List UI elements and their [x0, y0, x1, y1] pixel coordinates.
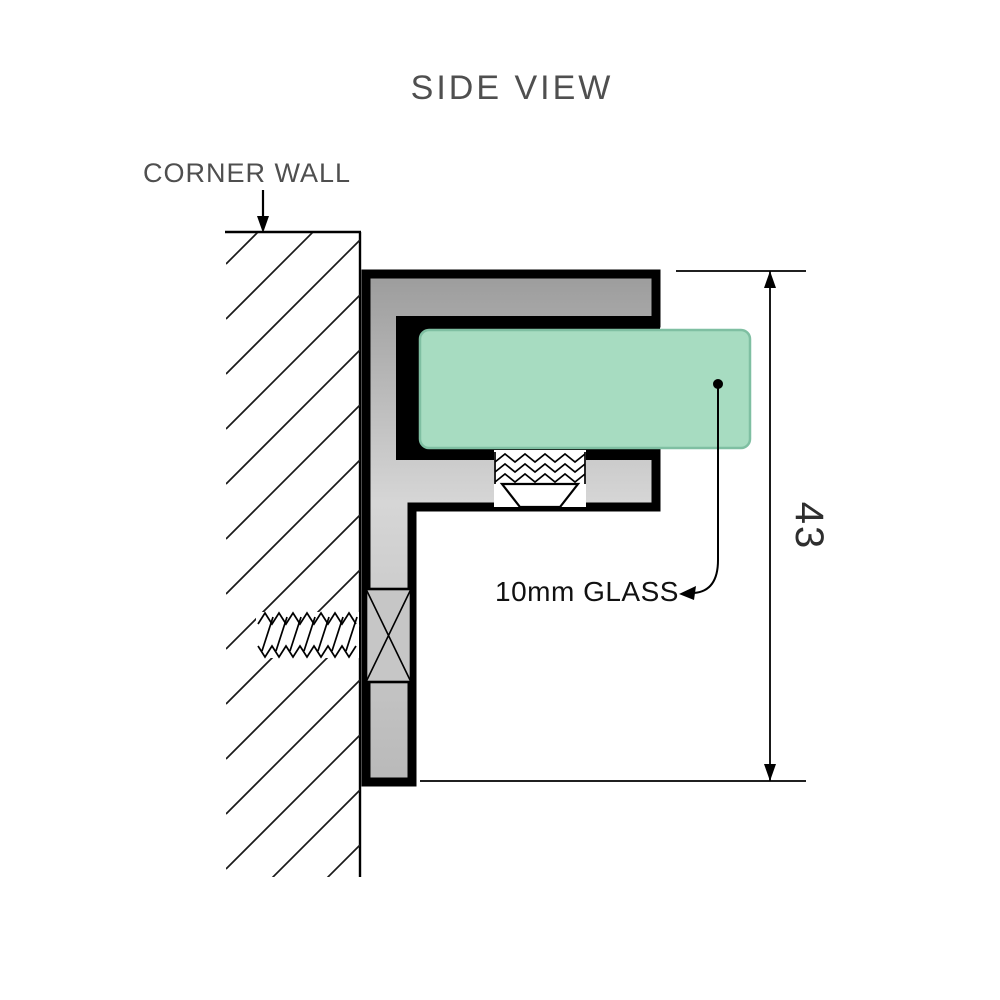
corner-wall-label: CORNER WALL — [143, 158, 351, 188]
wall-hatch-lines — [226, 233, 360, 877]
mounting-screw-thread-top — [257, 611, 357, 626]
dimension-arrowhead-bottom — [764, 764, 776, 781]
set-screw-threads — [494, 452, 586, 484]
wall — [225, 230, 362, 877]
set-screw-sides — [494, 452, 586, 484]
set-screw-tip — [499, 482, 581, 509]
glass-callout: 10mm GLASS — [495, 379, 723, 607]
wall-hatching — [226, 233, 360, 877]
corner-wall-arrow — [257, 190, 269, 233]
mounting-screw — [256, 587, 413, 684]
mounting-screw-backing — [256, 612, 359, 658]
corner-wall-arrowhead — [257, 216, 269, 233]
set-screw — [494, 450, 586, 509]
dimension-arrowhead-top — [764, 271, 776, 288]
glass-leader-line — [693, 384, 719, 594]
dimension-43: 43 — [420, 270, 831, 782]
glass-label: 10mm GLASS — [495, 576, 679, 607]
diagram-title: SIDE VIEW — [411, 69, 614, 107]
dimension-label: 43 — [787, 502, 831, 551]
mounting-screw-thread-flanks — [261, 616, 358, 652]
glass-panel — [418, 328, 752, 450]
glass-leader-arrowhead — [679, 586, 696, 600]
mounting-screw-thread-bottom — [257, 644, 357, 659]
mounting-screw-head-cross — [365, 588, 412, 683]
